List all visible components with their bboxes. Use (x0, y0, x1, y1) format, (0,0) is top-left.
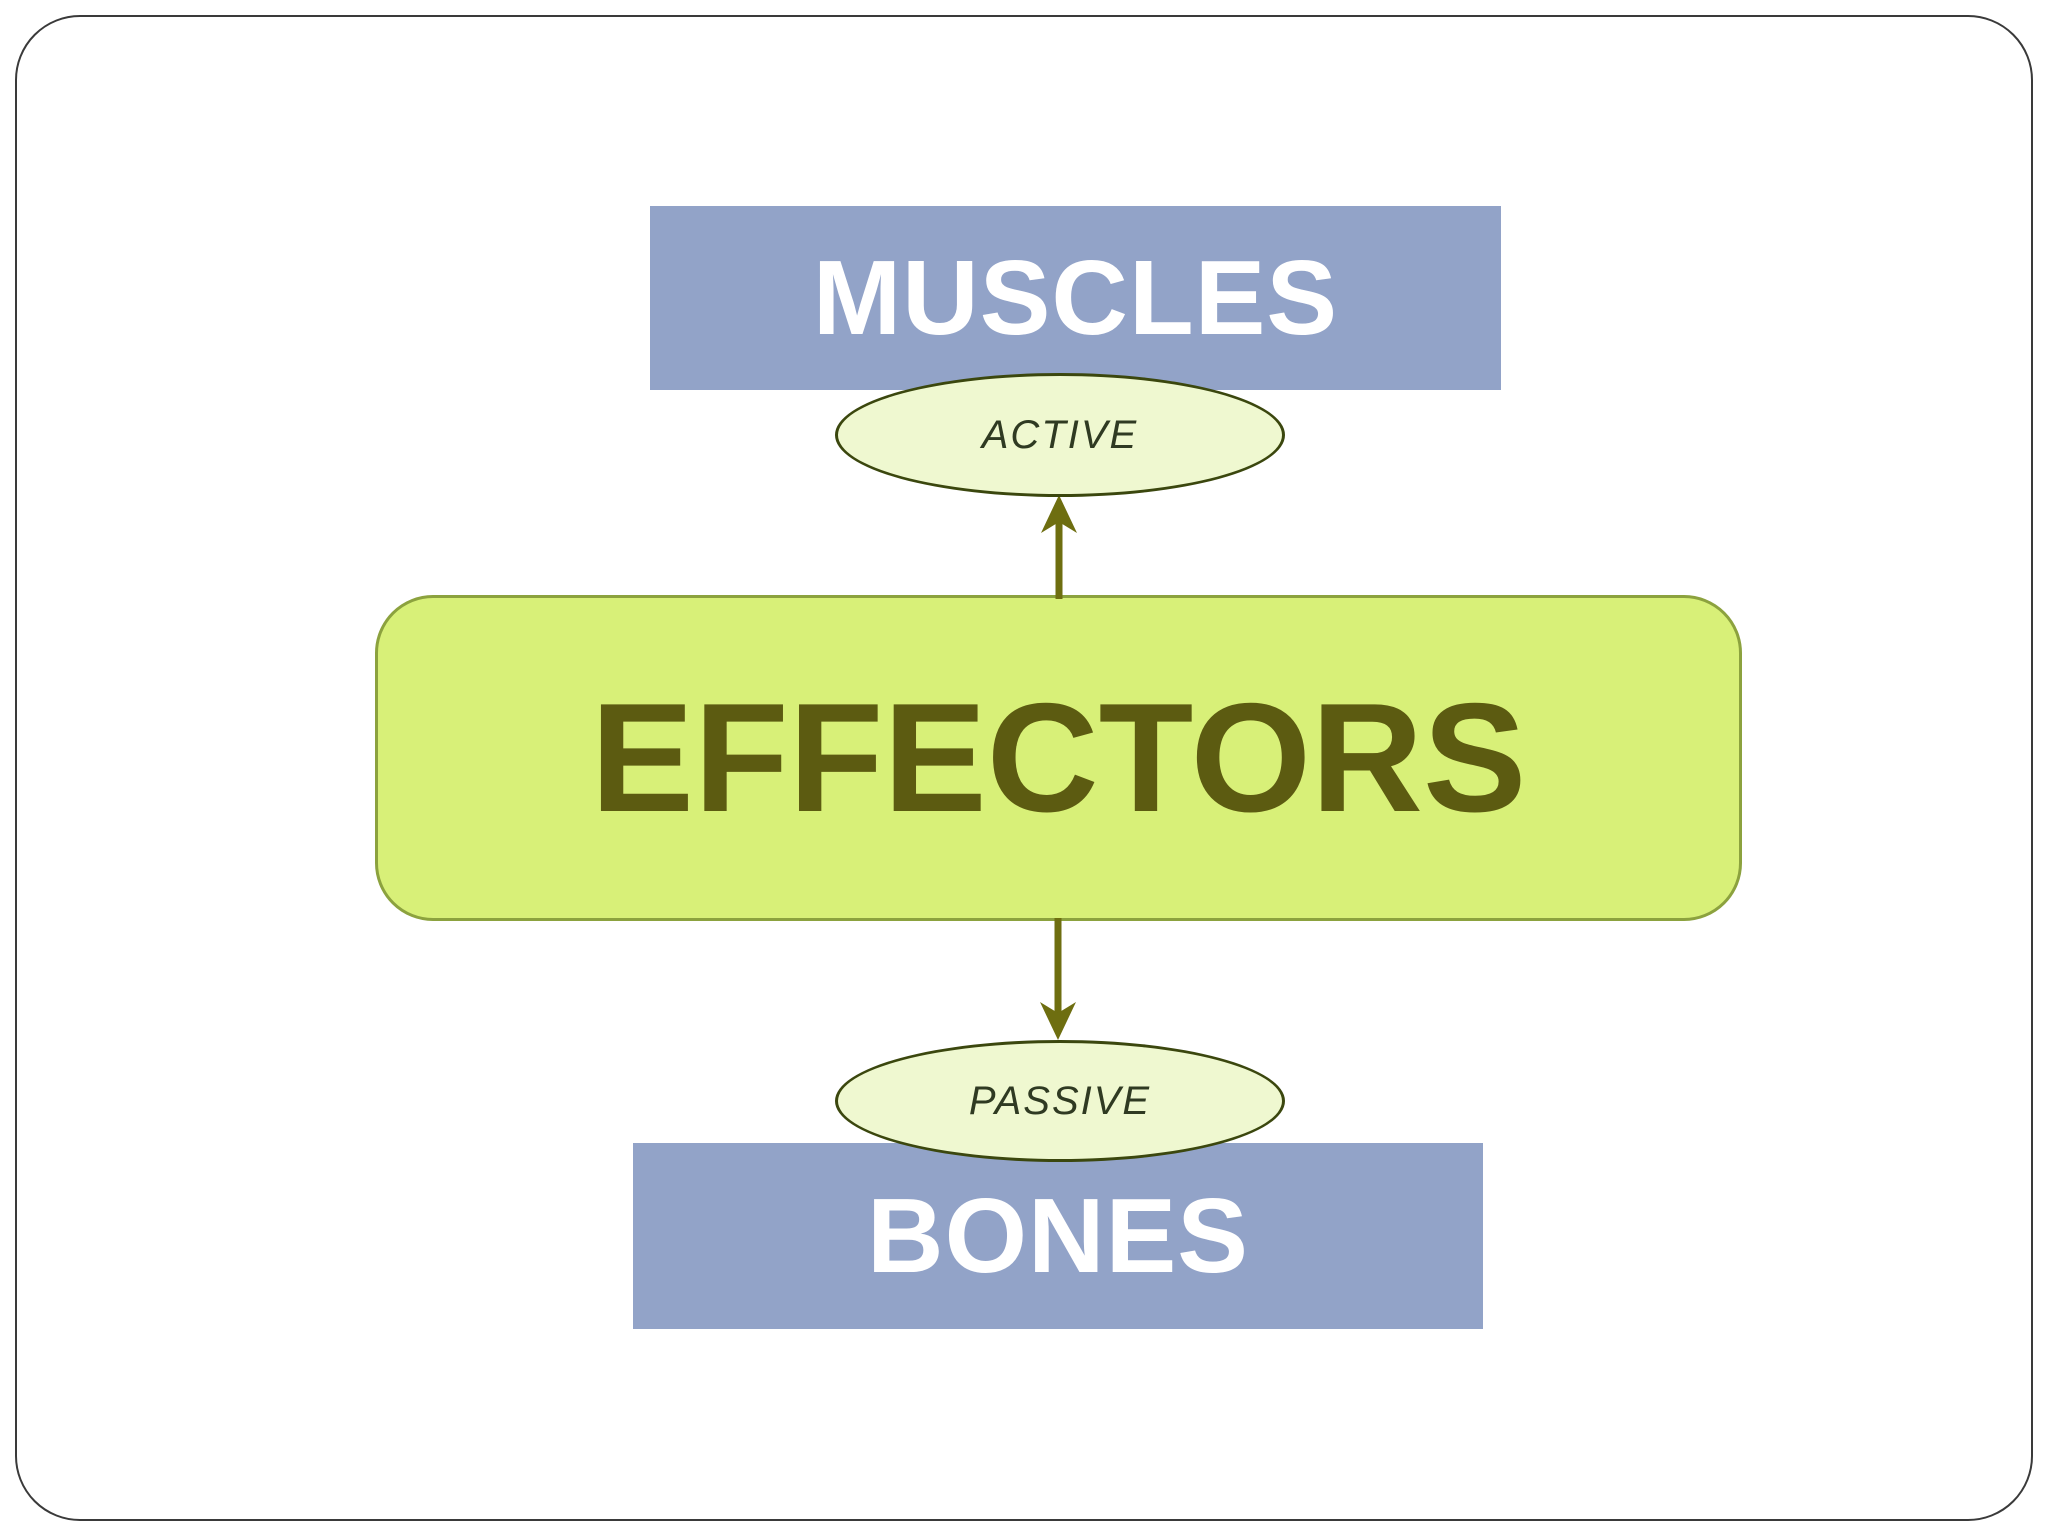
slide-border (15, 15, 2033, 1521)
bones-label: BONES (867, 1176, 1249, 1295)
active-label: ACTIVE (981, 412, 1139, 457)
muscles-box: MUSCLES (650, 206, 1501, 390)
passive-label: PASSIVE (968, 1078, 1152, 1123)
muscles-label: MUSCLES (812, 238, 1339, 357)
bones-box: BONES (633, 1143, 1483, 1329)
arrow-up-connector (1041, 495, 1077, 599)
arrow-down-connector (1040, 918, 1076, 1040)
passive-ellipse: PASSIVE (835, 1040, 1285, 1162)
effectors-label: EFFECTORS (590, 671, 1527, 844)
effectors-box: EFFECTORS (375, 595, 1742, 921)
active-ellipse: ACTIVE (835, 373, 1285, 497)
